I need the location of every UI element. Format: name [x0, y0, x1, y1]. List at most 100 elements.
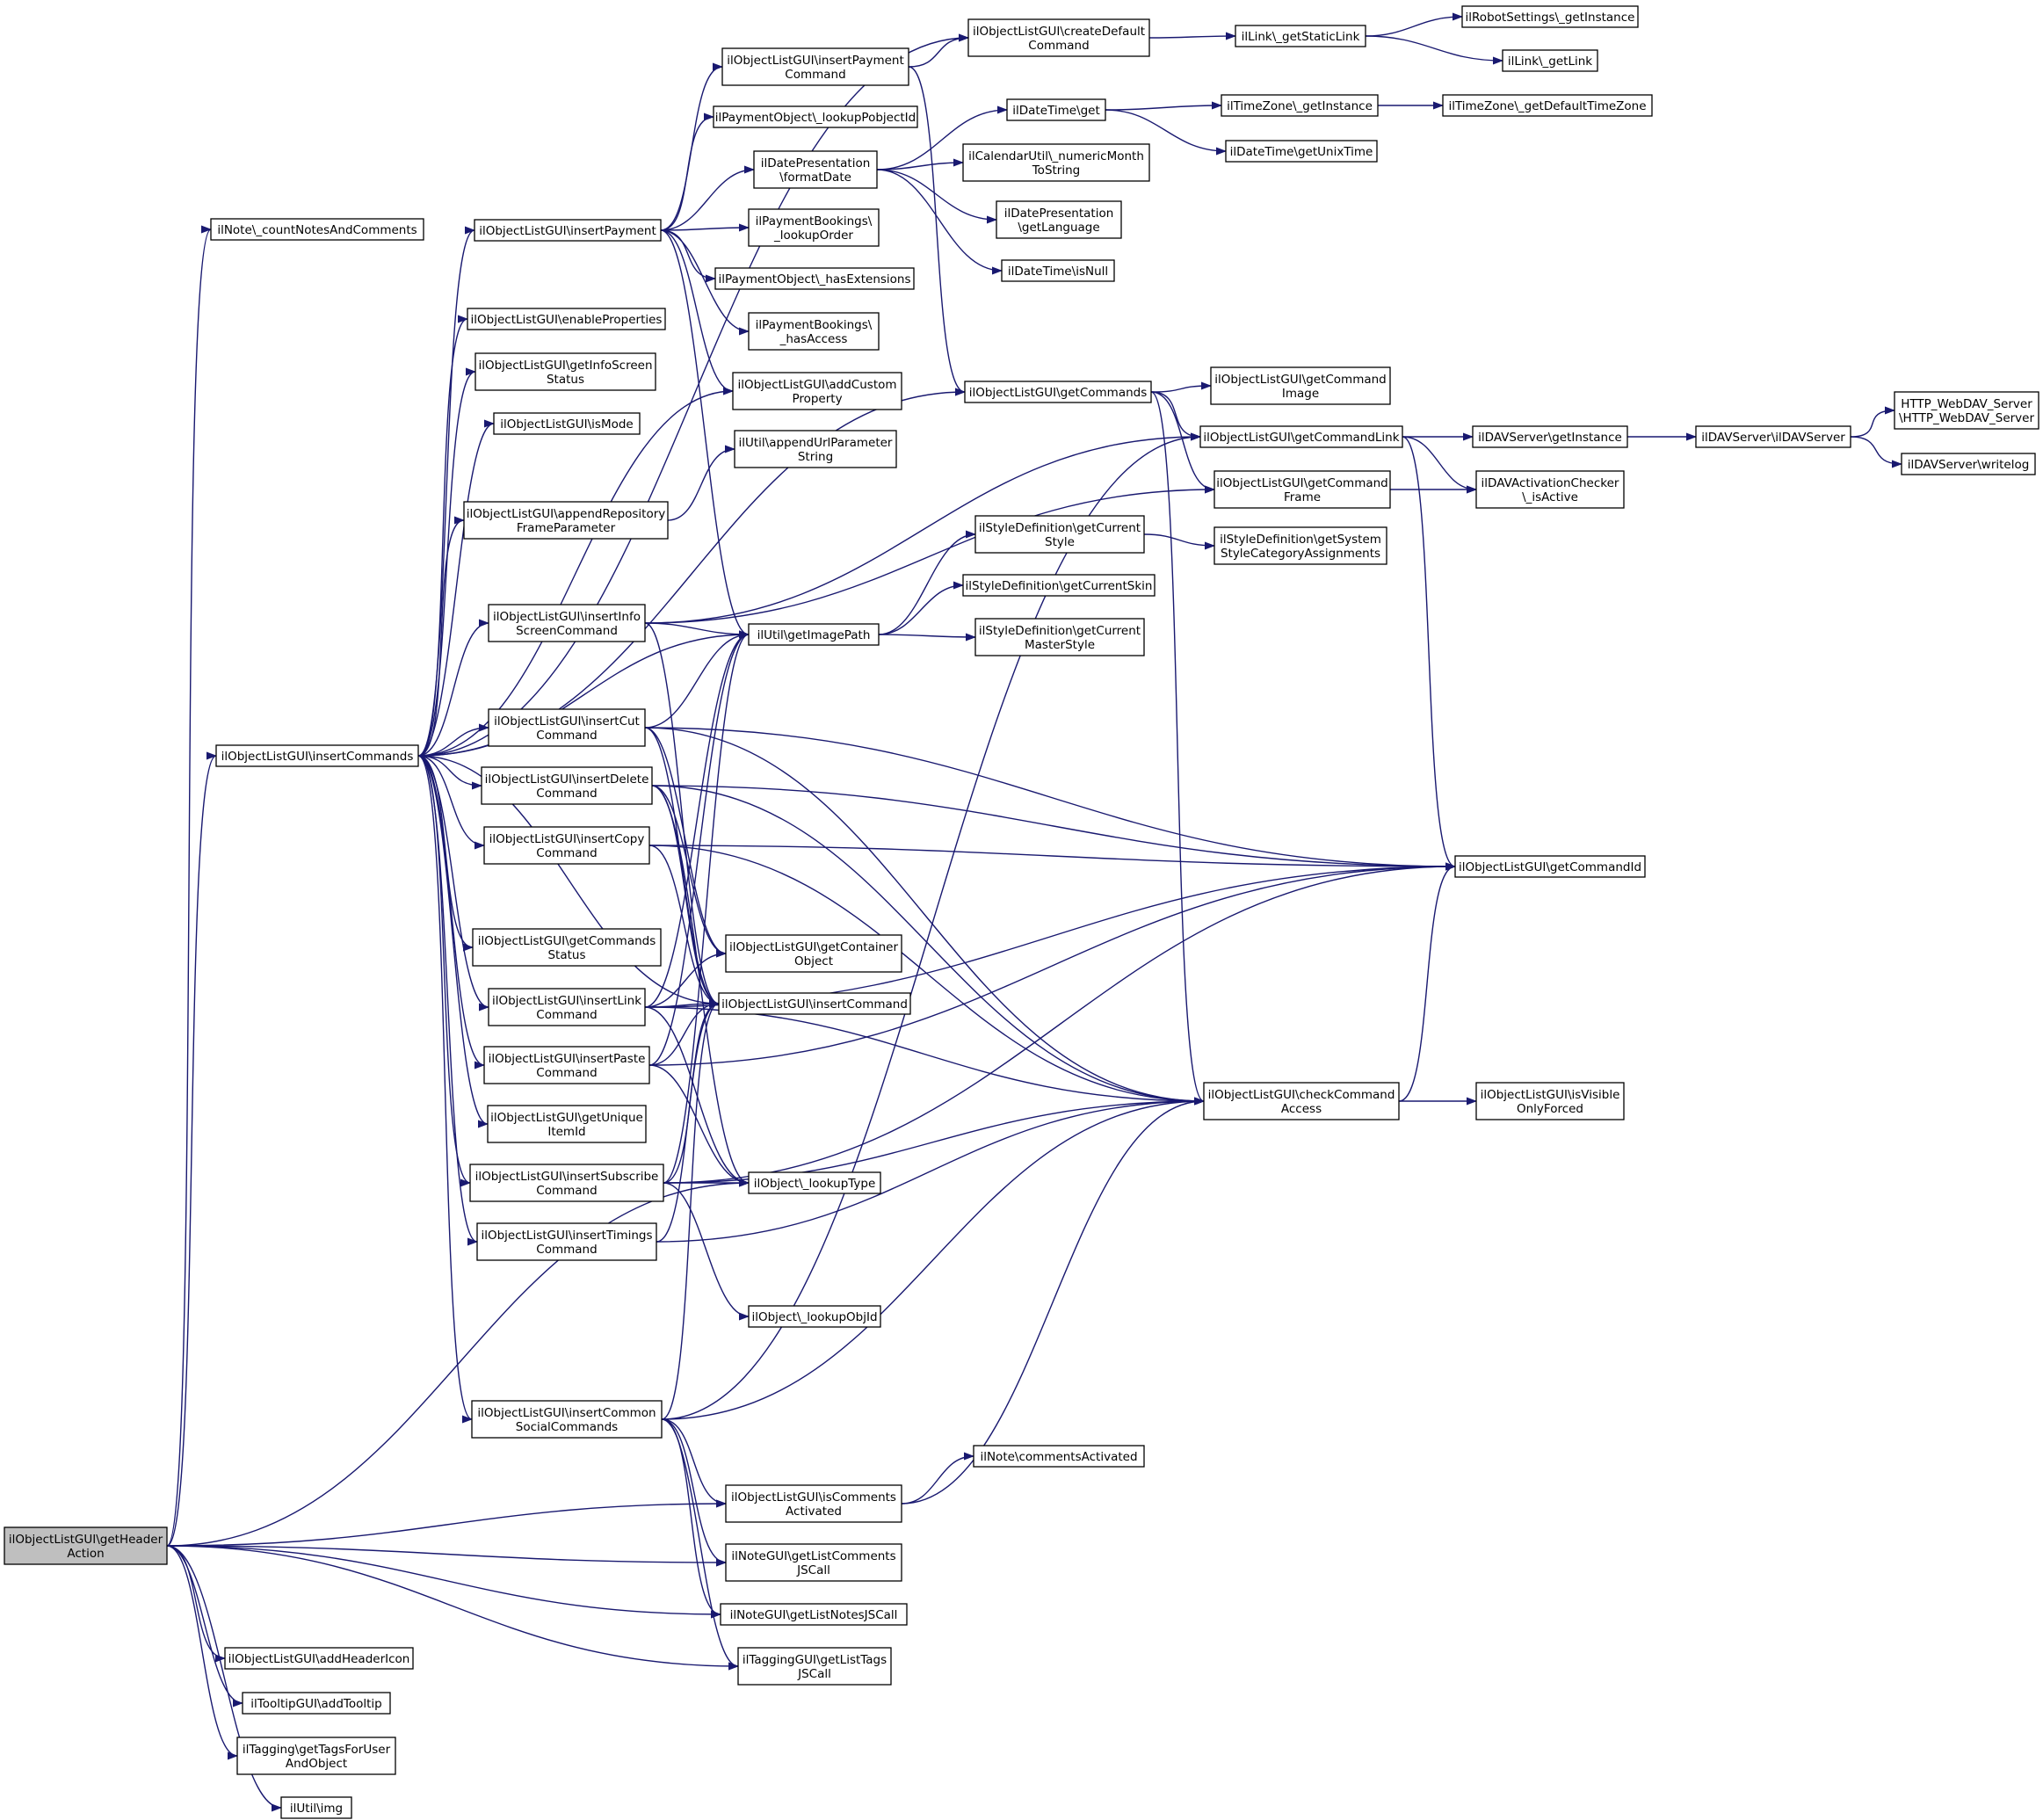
- edge-insertSubscribe-to-getCommandId: [663, 862, 1456, 1184]
- node-box: [967, 18, 1150, 57]
- node-box: [1502, 49, 1598, 72]
- node-label: ilObjectListGUI\getCommands: [969, 386, 1148, 400]
- node-label: Activated: [786, 1505, 842, 1519]
- node-img[interactable]: ilUtil\img: [280, 1796, 352, 1819]
- node-box: [483, 1046, 650, 1084]
- node-lookup-order[interactable]: ilPaymentBookings\_lookupOrder: [748, 208, 880, 247]
- node-lookup-obj-id[interactable]: ilObject\_lookupObjId: [748, 1305, 881, 1328]
- edge-insertPaste-to-getImagePath: [648, 630, 750, 1066]
- node-box: [1235, 25, 1366, 47]
- node-insert-commands[interactable]: ilObjectListGUI\insertCommands: [215, 744, 419, 767]
- node-format-date[interactable]: ilDatePresentation\formatDate: [753, 150, 878, 189]
- node-get-current-skin[interactable]: ilStyleDefinition\getCurrentSkin: [962, 574, 1156, 597]
- edge-insertInfoScreen-to-insertCommand: [644, 622, 720, 1008]
- node-get-system-style[interactable]: ilStyleDefinition\getSystemStyleCategory…: [1213, 526, 1387, 565]
- node-label: Command: [536, 1243, 597, 1257]
- node-label: ilObjectListGUI\addCustom: [737, 378, 896, 392]
- node-comments-activated[interactable]: ilNote\commentsActivated: [973, 1445, 1145, 1468]
- node-box: [748, 623, 880, 646]
- node-box: [973, 1445, 1145, 1468]
- node-get-command-id[interactable]: ilObjectListGUI\getCommandId: [1454, 855, 1646, 878]
- node-get-image-path[interactable]: ilUtil\getImagePath: [748, 623, 880, 646]
- node-http-web-d-a-v[interactable]: HTTP_WebDAV_Server\HTTP_WebDAV_Server: [1894, 391, 2039, 430]
- node-is-mode[interactable]: ilObjectListGUI\isMode: [493, 412, 641, 435]
- node-label: Command: [536, 729, 597, 743]
- edge-insertLink-to-getImagePath: [644, 630, 750, 1008]
- node-label: Command: [536, 1008, 597, 1022]
- node-get-list-notes-j-s-call[interactable]: ilNoteGUI\getListNotesJSCall: [720, 1603, 908, 1626]
- node-lookup-pobject-id[interactable]: ilPaymentObject\_lookupPobjectId: [713, 105, 918, 128]
- node-insert-command[interactable]: ilObjectListGUI\insertCommand: [718, 992, 911, 1015]
- node-label: ilObjectListGUI\insertPayment: [479, 224, 656, 238]
- node-get-unix-time[interactable]: ilDateTime\getUnixTime: [1225, 140, 1378, 163]
- node-box: [974, 515, 1145, 554]
- node-tz-get-instance[interactable]: ilTimeZone\_getInstance: [1221, 94, 1379, 117]
- node-box: [962, 574, 1156, 597]
- node-box: [488, 604, 646, 642]
- node-append-repository[interactable]: ilObjectListGUI\appendRepositoryFramePar…: [463, 501, 669, 540]
- node-lookup-type[interactable]: ilObject\_lookupType: [748, 1171, 881, 1194]
- node-il-d-a-v-server[interactable]: ilDAVServer\ilDAVServer: [1695, 425, 1851, 448]
- edge-getHeaderAction-to-addHeaderIcon: [166, 1545, 226, 1663]
- node-writelog[interactable]: ilDAVServer\writelog: [1901, 453, 2036, 475]
- edge-formatDate-to-dateTimeGet: [876, 105, 1008, 170]
- node-insert-payment[interactable]: ilObjectListGUI\insertPayment: [474, 219, 662, 242]
- node-has-extensions[interactable]: ilPaymentObject\_hasExtensions: [714, 267, 915, 290]
- edge-insertDelete-to-checkCommandAccess: [651, 785, 1205, 1106]
- node-label: ItemId: [547, 1125, 585, 1139]
- node-label: \formatDate: [779, 170, 851, 185]
- node-count-notes[interactable]: ilNote\_countNotesAndComments: [210, 218, 424, 241]
- node-get-commands[interactable]: ilObjectListGUI\getCommands: [964, 381, 1152, 403]
- node-enable-properties[interactable]: ilObjectListGUI\enableProperties: [467, 308, 666, 330]
- node-add-tooltip[interactable]: ilTooltipGUI\addTooltip: [242, 1692, 391, 1715]
- edge-insertCommands-to-appendRepository: [417, 516, 465, 757]
- node-get-command-link[interactable]: ilObjectListGUI\getCommandLink: [1199, 425, 1403, 448]
- node-dav-is-active[interactable]: ilDAVActivationChecker\_isActive: [1475, 470, 1625, 509]
- node-has-access[interactable]: ilPaymentBookings\_hasAccess: [748, 312, 880, 351]
- node-box: [493, 412, 641, 435]
- node-insert-common-social[interactable]: ilObjectListGUI\insertCommonSocialComman…: [471, 1400, 663, 1439]
- node-date-time-get[interactable]: ilDateTime\get: [1006, 98, 1106, 121]
- node-tz-get-default[interactable]: ilTimeZone\_getDefaultTimeZone: [1442, 94, 1653, 117]
- node-dav-get-instance[interactable]: ilDAVServer\getInstance: [1472, 425, 1628, 448]
- node-box: [718, 992, 911, 1015]
- node-box: [236, 1737, 396, 1775]
- edge-insertCopy-to-insertCommand: [648, 845, 720, 1008]
- node-add-header-icon[interactable]: ilObjectListGUI\addHeaderIcon: [224, 1647, 414, 1670]
- node-get-link[interactable]: ilLink\_getLink: [1502, 49, 1598, 72]
- node-get-language[interactable]: ilDatePresentation\getLanguage: [996, 200, 1122, 239]
- node-get-static-link[interactable]: ilLink\_getStaticLink: [1235, 25, 1366, 47]
- node-is-null[interactable]: ilDateTime\isNull: [1001, 259, 1115, 282]
- node-robot-get-instance[interactable]: ilRobotSettings\_getInstance: [1461, 5, 1639, 28]
- node-box: [748, 208, 880, 247]
- edge-insertCommonSocial-to-insertCommand: [661, 999, 720, 1420]
